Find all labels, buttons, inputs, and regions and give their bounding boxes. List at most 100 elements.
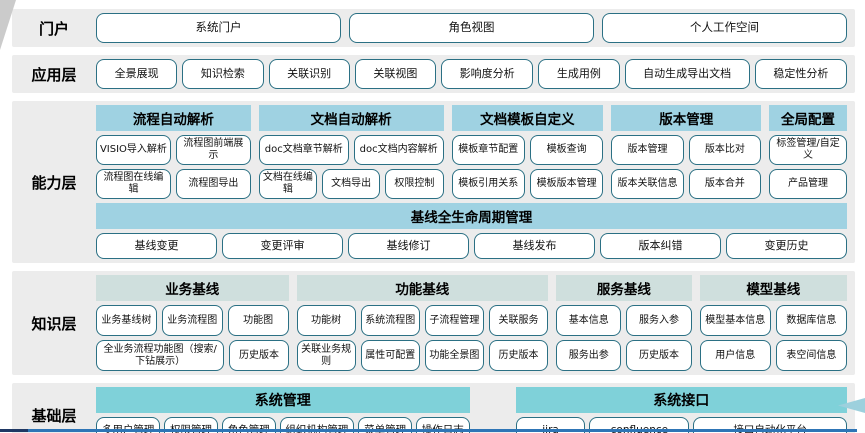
button-row: 用户信息表空间信息 (699, 340, 848, 371)
application-box: 自动生成导出文档 (624, 59, 750, 89)
foundation-groups: 系统管理多用户管理权限管理角色管理组织机构管理菜单管理操作日志系统接口jirac… (96, 387, 847, 433)
knowledge-box: 关联业务规则 (296, 340, 356, 371)
capability-group: 流程自动解析 VISIO导入解析流程图前端展示流程图在线编辑流程图导出 (96, 105, 251, 199)
knowledge-groups: 业务基线业务基线树业务流程图功能图全业务流程功能图（搜索/下钻展示）历史版本功能… (96, 275, 848, 371)
capability-group-title: 文档模板自定义 (451, 105, 604, 131)
capability-box: 模板版本管理 (529, 169, 604, 199)
foundation-group-title: 系统管理 (96, 387, 470, 413)
portal-content: 系统门户角色视图个人工作空间 (96, 13, 847, 43)
layer-label-foundation: 基础层 (31, 407, 77, 425)
capability-box: doc文档章节解析 (258, 135, 349, 165)
capability-box: 文档导出 (322, 169, 381, 199)
knowledge-box: 表空间信息 (775, 340, 848, 371)
button-row: 多用户管理权限管理角色管理组织机构管理菜单管理操作日志 (96, 417, 470, 433)
foundation-group: 系统接口jiraconfluence接口自动化平台 (515, 387, 847, 433)
button-row: 模型基本信息数据库信息 (699, 305, 848, 336)
button-row: 服务出参历史版本 (556, 340, 692, 371)
capability-group-title: 文档自动解析 (258, 105, 444, 131)
baseline-box: 变更评审 (222, 233, 343, 259)
application-box: 关联识别 (268, 59, 350, 89)
capability-group: 全局配置标签管理/自定义产品管理 (769, 105, 847, 199)
knowledge-group-title: 服务基线 (556, 275, 692, 301)
knowledge-box: 模型基本信息 (699, 305, 771, 336)
button-row: 模板章节配置模板查询 (451, 135, 604, 165)
capability-group-title: 全局配置 (769, 105, 847, 131)
knowledge-box: 功能图 (227, 305, 289, 336)
knowledge-box: 业务基线树 (96, 305, 157, 336)
baseline-box: 基线修订 (348, 233, 469, 259)
application-box: 稳定性分析 (754, 59, 847, 89)
knowledge-group: 服务基线基本信息服务入参服务出参历史版本 (556, 275, 692, 371)
application-box: 知识检索 (182, 59, 264, 89)
capability-box: 模板章节配置 (451, 135, 525, 165)
capability-box: 权限控制 (385, 169, 444, 199)
knowledge-group-title: 模型基线 (699, 275, 847, 301)
button-row: 功能树系统流程图子流程管理关联服务 (296, 305, 549, 336)
layer-row-foundation: 基础层 系统管理多用户管理权限管理角色管理组织机构管理菜单管理操作日志系统接口j… (12, 383, 855, 433)
knowledge-box: 数据库信息 (775, 305, 848, 336)
knowledge-group-title: 业务基线 (96, 275, 289, 301)
layer-row-knowledge: 知识层 业务基线业务基线树业务流程图功能图全业务流程功能图（搜索/下钻展示）历史… (12, 271, 855, 375)
capability-box: 流程图前端展示 (175, 135, 251, 165)
baseline-group-title: 基线全生命周期管理 (96, 203, 847, 229)
knowledge-box: 基本信息 (556, 305, 622, 336)
button-row: 版本管理版本比对 (611, 135, 762, 165)
button-row: 业务基线树业务流程图功能图 (96, 305, 289, 336)
button-row: 产品管理 (769, 169, 847, 199)
bottom-border-line (0, 429, 857, 432)
knowledge-group: 业务基线业务基线树业务流程图功能图全业务流程功能图（搜索/下钻展示）历史版本 (96, 275, 289, 371)
knowledge-box: 功能树 (296, 305, 356, 336)
capability-box: 文档在线编辑 (258, 169, 318, 199)
capability-group: 版本管理版本管理版本比对版本关联信息版本合并 (611, 105, 762, 199)
knowledge-box: 关联服务 (488, 305, 549, 336)
portal-box: 个人工作空间 (602, 13, 847, 43)
layer-label-application: 应用层 (31, 65, 77, 84)
button-row: 流程图在线编辑流程图导出 (96, 169, 251, 199)
layer-label-portal: 门户 (38, 19, 69, 38)
layer-row-portal: 门户 系统门户角色视图个人工作空间 (12, 9, 855, 47)
layer-label-capability: 能力层 (31, 173, 77, 192)
knowledge-box: 用户信息 (699, 340, 771, 371)
button-row: VISIO导入解析流程图前端展示 (96, 135, 251, 165)
capability-group: 文档模板自定义模板章节配置模板查询模板引用关系模板版本管理 (451, 105, 604, 199)
capability-box: 标签管理/自定义 (769, 135, 847, 165)
knowledge-box: 服务出参 (556, 340, 622, 371)
button-row: 关联业务规则属性可配置功能全景图历史版本 (296, 340, 549, 371)
application-box: 生成用例 (538, 59, 620, 89)
baseline-box: 版本纠错 (600, 233, 721, 259)
baseline-box: 变更历史 (726, 233, 847, 259)
knowledge-box: 子流程管理 (424, 305, 484, 336)
capability-group-title: 流程自动解析 (96, 105, 251, 131)
application-content: 全景展现知识检索关联识别关联视图影响度分析生成用例自动生成导出文档稳定性分析 (96, 59, 847, 89)
capability-box: 产品管理 (769, 169, 847, 199)
application-box: 全景展现 (96, 59, 178, 89)
knowledge-group-title: 功能基线 (296, 275, 549, 301)
capability-box: 版本比对 (688, 135, 762, 165)
knowledge-box: 历史版本 (488, 340, 549, 371)
capability-group-title: 版本管理 (611, 105, 762, 131)
knowledge-group: 模型基线模型基本信息数据库信息用户信息表空间信息 (699, 275, 848, 371)
knowledge-box: 历史版本 (626, 340, 692, 371)
baseline-box: 基线变更 (96, 233, 217, 259)
baseline-box: 基线发布 (474, 233, 595, 259)
capability-box: 流程图导出 (175, 169, 251, 199)
knowledge-box: 服务入参 (626, 305, 692, 336)
capability-box: 版本管理 (611, 135, 684, 165)
foundation-group: 系统管理多用户管理权限管理角色管理组织机构管理菜单管理操作日志 (96, 387, 470, 433)
button-row: 标签管理/自定义 (769, 135, 847, 165)
knowledge-box: 系统流程图 (360, 305, 420, 336)
button-row: 全业务流程功能图（搜索/下钻展示）历史版本 (96, 340, 289, 371)
portal-box: 角色视图 (349, 13, 594, 43)
capability-box: 模板引用关系 (451, 169, 525, 199)
capability-box: 模板查询 (529, 135, 604, 165)
layer-row-application: 应用层 全景展现知识检索关联识别关联视图影响度分析生成用例自动生成导出文档稳定性… (12, 55, 855, 93)
button-row: 版本关联信息版本合并 (611, 169, 762, 199)
knowledge-box: 属性可配置 (360, 340, 420, 371)
knowledge-box: 业务流程图 (161, 305, 223, 336)
capability-box: 版本合并 (688, 169, 762, 199)
portal-box: 系统门户 (96, 13, 341, 43)
